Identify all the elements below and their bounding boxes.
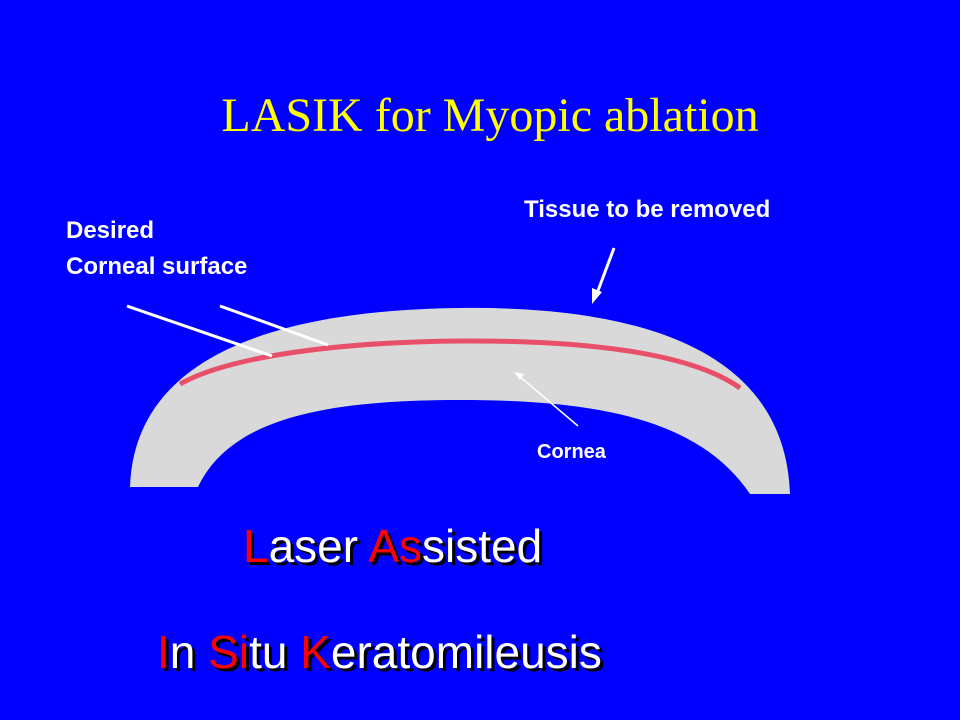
acronym-text: n	[169, 626, 209, 678]
acronym-text: aser	[268, 520, 369, 572]
desired-label-line1: Desired	[66, 217, 155, 244]
desired-surface-line	[178, 338, 742, 391]
acronym-text: sisted	[422, 520, 543, 572]
acronym-letter: As	[368, 520, 423, 572]
acronym-line-2: In Situ Keratomileusis	[157, 625, 602, 679]
desired-label-line2: Corneal surface	[66, 253, 248, 280]
slide-title: LASIK for Myopic ablation	[221, 89, 759, 142]
acronym-text: eratomileusis	[330, 626, 602, 678]
tissue-arrow	[594, 247, 616, 297]
acronym-text: tu	[249, 626, 301, 678]
acronym-letter: L	[243, 520, 269, 572]
cornea-shape	[130, 307, 790, 494]
acronym-letter: K	[300, 626, 331, 678]
acronym-line-1: Laser Assisted	[243, 519, 542, 573]
tissue-arrow-head	[592, 288, 602, 304]
desired-leader-line-1	[126, 304, 273, 358]
acronym-letter: I	[157, 626, 170, 678]
desired-leader-line-2	[219, 304, 329, 347]
desired-surface-label: Desired Corneal surface	[66, 213, 247, 285]
tissue-label: Tissue to be removed	[524, 196, 771, 223]
acronym-letter: Si	[208, 626, 250, 678]
cornea-arrow	[517, 374, 579, 427]
cornea-arrow-head	[514, 372, 524, 380]
cornea-label: Cornea	[537, 441, 606, 463]
